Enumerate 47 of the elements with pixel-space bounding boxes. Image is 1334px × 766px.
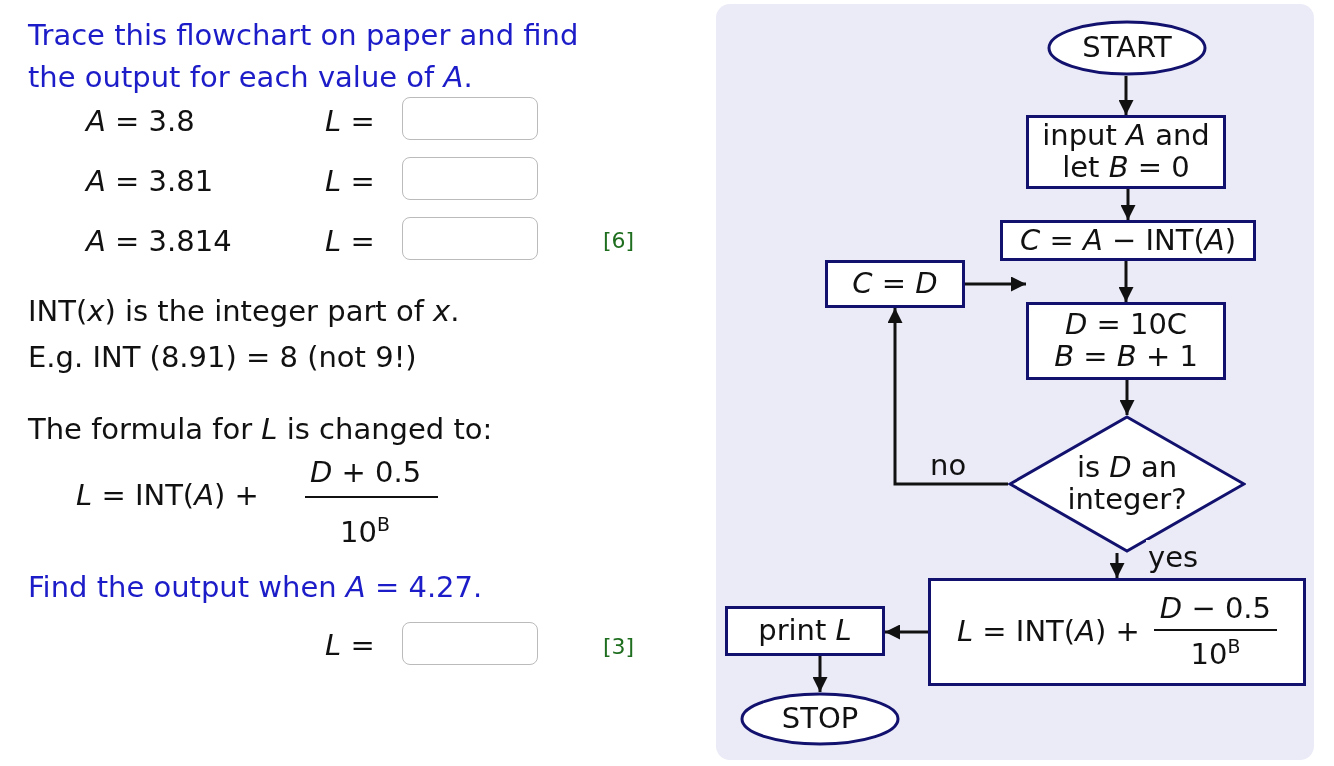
process-box: [1026, 302, 1226, 380]
node-text: C = D: [852, 268, 938, 300]
terminal-oval: [740, 692, 900, 746]
marks-text: [3]: [603, 634, 635, 659]
process-box: [1026, 115, 1226, 189]
arrow: [812, 656, 828, 692]
instruction-text: Find the output when A = 4.27.: [28, 570, 483, 604]
marks-text: [6]: [603, 228, 635, 253]
arrow: [1118, 261, 1134, 302]
process-box: [825, 260, 965, 308]
equation-text: L =: [325, 628, 375, 662]
arrow: [885, 624, 928, 640]
process-box: [725, 606, 885, 656]
arrow: [887, 308, 1008, 486]
node-text: B = B + 1: [1054, 341, 1198, 373]
node-text: input A and let B = 0: [1041, 120, 1211, 184]
instruction-text: The formula for L is changed to:: [28, 412, 493, 446]
note-text: E.g. INT (8.91) = 8 (not 9!): [28, 340, 417, 374]
formula-numerator: D − 0.5: [1153, 593, 1278, 632]
process-box: [928, 578, 1306, 686]
arrow: [1109, 553, 1125, 578]
instruction-text: Trace this flowchart on paper and find the output for each value of A.: [28, 17, 580, 97]
arrow: [1120, 189, 1136, 220]
node-text: is D an integer?: [1066, 452, 1188, 516]
node-text: C = A − INT(A): [1020, 224, 1236, 257]
equation-text: L =: [325, 164, 375, 198]
node-text: START: [1082, 32, 1172, 64]
equation-text: L =: [325, 104, 375, 138]
terminal-oval: [1047, 20, 1207, 76]
note-text: INT(x) is the integer part of x.: [28, 294, 460, 328]
formula-denominator: 10$^{B}$: [340, 514, 390, 549]
arrow: [1118, 76, 1134, 115]
equation-text: A = 3.81: [86, 164, 214, 198]
node-text: print L: [758, 615, 852, 647]
node-text: D = 10C: [1064, 309, 1188, 341]
formula-denominator: 10$^{B}$: [1190, 635, 1241, 671]
arrow: [1119, 380, 1135, 415]
equation-text: L =: [325, 224, 375, 258]
node-text: STOP: [781, 703, 859, 735]
equation-text: A = 3.8: [86, 104, 195, 138]
decision-diamond: [1008, 415, 1246, 553]
arrow: [965, 276, 1026, 292]
formula-numerator: D + 0.5: [310, 455, 422, 489]
equation-text: A = 3.814: [86, 224, 232, 258]
formula-text: L = INT(A) +: [956, 616, 1140, 648]
process-box: [1000, 220, 1256, 261]
formula-text: L = INT(A) +: [76, 478, 259, 512]
